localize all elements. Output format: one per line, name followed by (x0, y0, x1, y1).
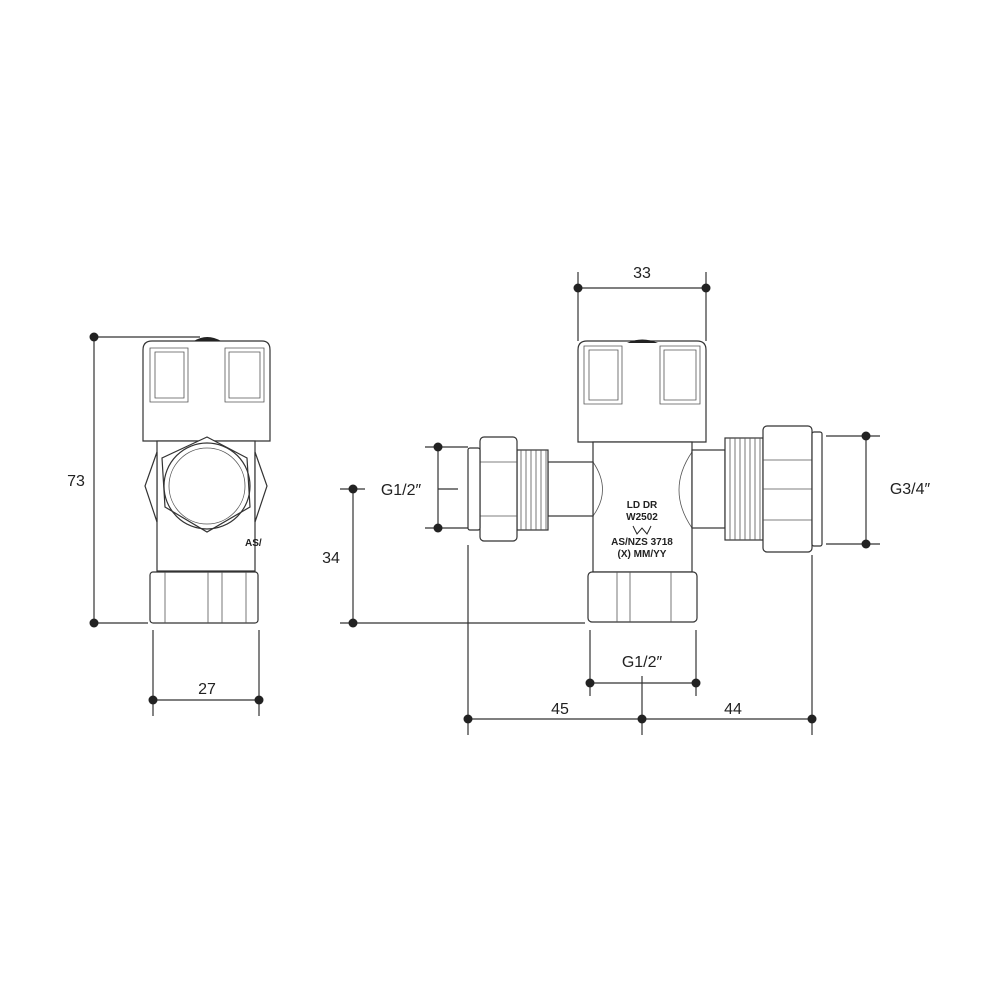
side-bottom-nut (149, 571, 259, 624)
top-width-dimension: 33 (573, 265, 711, 341)
side-view-valve: AS/ (142, 337, 271, 624)
front-bottom-nut (587, 571, 698, 623)
left-inlet-dimension: G1/2″ (381, 442, 468, 533)
right-tail (811, 431, 823, 547)
side-width-dimension: 27 (148, 630, 264, 716)
right-neck (691, 449, 726, 529)
inlet-height-label: 34 (322, 550, 340, 567)
watermark-icon (632, 525, 652, 535)
bottom-inlet-dimension: G1/2″ (585, 630, 701, 696)
right-outlet-label: G3/4″ (890, 481, 931, 498)
bottom-inlet-label: G1/2″ (622, 654, 663, 671)
front-view-valve: LD DR W2502 AS/NZS 3718 (X) MM/YY (467, 339, 823, 623)
side-cap (142, 340, 271, 442)
side-partial-marking: AS/ (245, 538, 262, 549)
marking-date: (X) MM/YY (618, 549, 667, 560)
left-tail (467, 447, 481, 531)
side-right-flange (254, 451, 268, 523)
left-neck (547, 461, 594, 517)
marking-standard: AS/NZS 3718 (611, 537, 673, 548)
left-length-label: 45 (551, 701, 569, 718)
front-cap (577, 340, 707, 443)
left-inlet-label: G1/2″ (381, 482, 422, 499)
left-thread (516, 449, 549, 531)
height-label: 73 (67, 473, 85, 490)
marking-licence: W2502 (626, 512, 658, 523)
side-hex (161, 436, 251, 533)
length-dimensions: 45 44 (463, 545, 817, 735)
right-thread (724, 437, 764, 541)
right-outlet-dimension: G3/4″ (826, 431, 931, 549)
left-nut (479, 436, 518, 542)
side-left-flange (144, 451, 158, 523)
width-label: 27 (198, 681, 216, 698)
side-port-circle (163, 442, 251, 530)
top-width-label: 33 (633, 265, 651, 282)
front-cap-button (627, 339, 658, 343)
right-length-label: 44 (724, 701, 742, 718)
marking-model: LD DR (627, 500, 658, 511)
side-height-dimension: 73 (67, 332, 200, 628)
inlet-height-dimension: 34 (322, 484, 585, 628)
side-cap-button (194, 337, 221, 341)
